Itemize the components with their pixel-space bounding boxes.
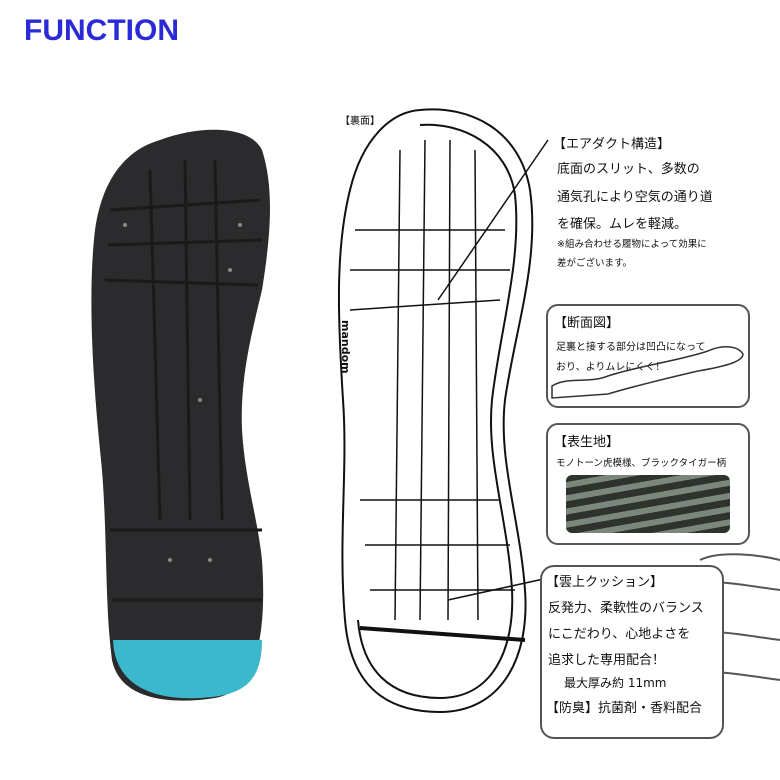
cross-section-drawing — [551, 346, 744, 399]
air-duct-note: ※組み合わせる履物によって効果に — [557, 239, 707, 250]
surface-fabric-description: モノトーン虎模様、ブラックタイガー柄 — [556, 458, 727, 469]
air-duct-text: を確保。ムレを軽減。 — [557, 217, 688, 232]
surface-fabric-box: 【表生地】 モノトーン虎模様、ブラックタイガー柄 — [546, 423, 750, 545]
air-duct-note: 差がございます。 — [557, 258, 633, 269]
cross-section-text: おり、よりムレにくく！ — [556, 362, 666, 373]
page-title: FUNCTION — [24, 14, 179, 47]
back-side-label: 【裏面】 — [340, 116, 380, 127]
cross-section-box: 【断面図】 足裏と接する部分は凹凸になって おり、よりムレにくく！ — [546, 304, 750, 408]
cushion-leader-line — [447, 577, 549, 601]
sole-line-diagram — [337, 108, 549, 714]
air-duct-heading: 【エアダクト構造】 — [553, 137, 671, 152]
air-duct-text: 底面のスリット、多数の — [557, 162, 700, 177]
dark-sole-image — [91, 129, 270, 701]
brand-mark: mandom — [339, 320, 352, 374]
air-duct-leader-line — [437, 139, 549, 301]
air-duct-text: 通気孔により空気の通り道 — [557, 190, 713, 205]
cushion-thickness: 最大厚み約 11mm — [564, 676, 667, 690]
cross-section-text: 足裏と接する部分は凹凸になって — [556, 342, 706, 353]
tiger-pattern-swatch — [566, 475, 730, 533]
cushion-text: 反発力、柔軟性のバランス — [548, 601, 704, 616]
cross-section-heading: 【断面図】 — [554, 316, 620, 331]
cushion-heading: 【雲上クッション】 — [546, 575, 664, 590]
cushion-text: にこだわり、心地よさを — [548, 627, 691, 642]
cushion-text: 追求した専用配合！ — [548, 653, 666, 668]
deodorant-text: 【防臭】抗菌剤・香料配合 — [546, 701, 703, 716]
heel-cushion-pad — [113, 640, 262, 699]
surface-fabric-heading: 【表生地】 — [554, 435, 620, 450]
cushion-box: 【雲上クッション】 反発力、柔軟性のバランス にこだわり、心地よさを 追求した専… — [540, 565, 724, 739]
